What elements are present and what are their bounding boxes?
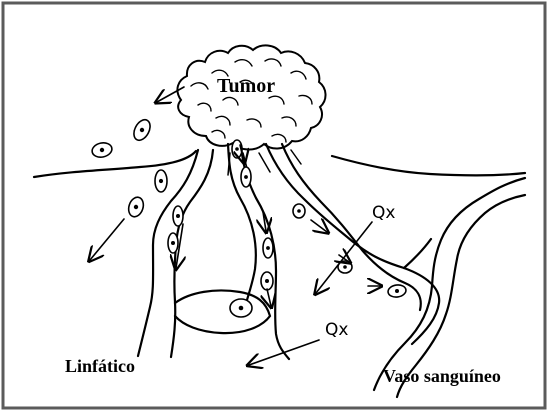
vessel-connection (404, 239, 431, 268)
cell-nucleus (235, 147, 239, 151)
arrow-left-down (90, 219, 124, 260)
arrow-center-vessel-low (267, 289, 271, 306)
cell-nucleus (343, 265, 347, 269)
cell-nucleus (266, 246, 270, 250)
cell-nucleus (265, 279, 269, 283)
cell-nucleus (159, 179, 163, 183)
tumor-label: Tumor (217, 76, 275, 96)
arrow-right-vessel-upper (311, 220, 327, 232)
cell-nucleus (297, 209, 301, 213)
lymphatic-label: Linfático (65, 357, 135, 375)
right-surface-line (332, 156, 525, 175)
cell-nucleus (140, 128, 144, 132)
cell-nucleus (239, 306, 244, 311)
tumor-mass (177, 45, 325, 149)
cell-nucleus (171, 241, 175, 245)
blood-vessel-label: Vaso sanguíneo (383, 367, 501, 385)
flow-label-lower: Qx (325, 322, 348, 339)
lymph-junction-chamber (175, 290, 270, 333)
blood-vessel-branch-upper-wall (266, 144, 439, 344)
flow-label-upper: Qx (372, 205, 395, 222)
cell-nucleus (176, 214, 180, 218)
cell-nucleus (244, 175, 248, 179)
cell-nucleus (100, 148, 104, 152)
qx-arrow-lower (249, 340, 319, 365)
qx-arrow-upper (316, 222, 372, 293)
lymphatic-vessel-right-wall (171, 150, 213, 357)
cell-nucleus (395, 289, 399, 293)
left-surface-line (34, 151, 196, 177)
large-blood-vessel-left-wall (374, 178, 525, 390)
cell-nucleus (134, 205, 138, 209)
